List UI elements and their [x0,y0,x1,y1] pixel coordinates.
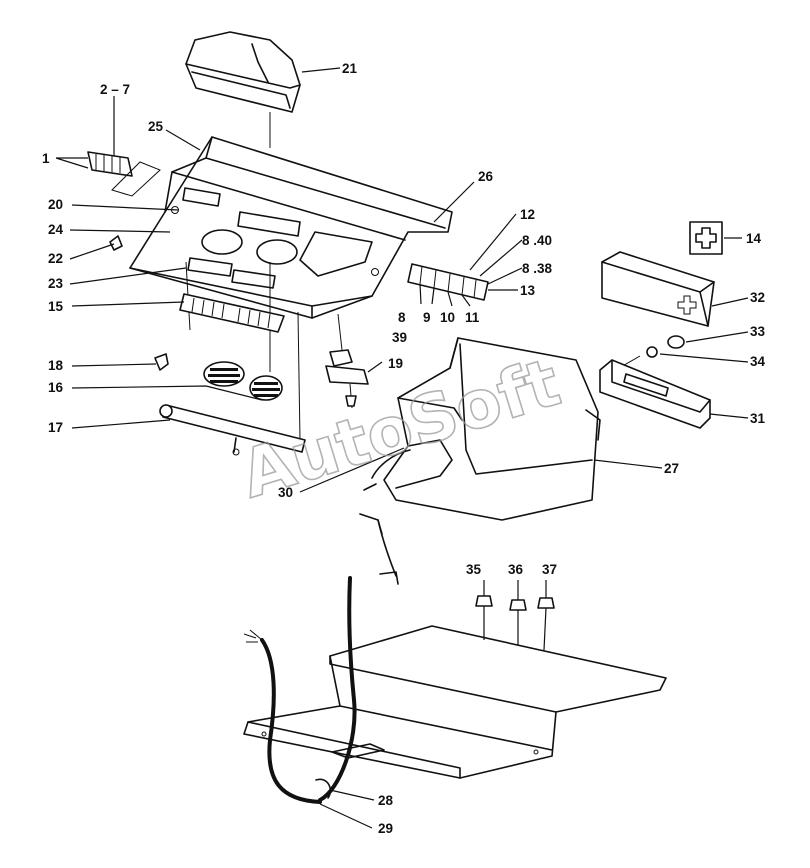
callout-12: 12 [520,207,535,222]
part-18-clip [154,353,169,371]
callout-8-40: 8 .40 [522,233,552,248]
part-28-29-cables [243,576,357,804]
callout-9: 9 [423,310,431,325]
callout-24: 24 [48,222,64,237]
part-8-13-relay-row [407,263,489,301]
callout-36: 36 [508,562,524,577]
part-27-heater-unit [383,337,601,521]
callout-27: 27 [664,461,679,476]
callout-32: 32 [750,290,765,305]
part-19-lamp [325,313,369,409]
callout-34: 34 [750,354,766,369]
part-35-37-fittings [475,595,555,611]
part-21-cover-box [185,31,301,148]
callout-19: 19 [388,356,403,371]
part-1-switch-block [87,151,161,197]
callout-14: 14 [746,231,762,246]
callout-20: 20 [48,197,63,212]
base-plate [243,625,667,779]
part-32-first-aid-box [601,251,715,327]
callout-35: 35 [466,562,482,577]
callout-15: 15 [48,299,64,314]
part-31-tray [599,359,711,429]
part-15-switch-strip [179,293,285,333]
callout-17: 17 [48,420,63,435]
part-17-tube [159,404,306,456]
callout-37: 37 [542,562,557,577]
callout-29: 29 [378,821,393,836]
callout-16: 16 [48,380,64,395]
part-16-grilles [203,361,283,401]
callout-31: 31 [750,411,766,426]
callout-39: 39 [392,330,407,345]
callout-18: 18 [48,358,64,373]
callout-26: 26 [478,169,494,184]
callout-10: 10 [440,310,455,325]
part-33-34-fasteners [611,335,685,373]
callout-28: 28 [378,793,394,808]
part-14-first-aid-sign [689,221,723,255]
callout-11: 11 [465,310,480,325]
callout-25: 25 [148,119,164,134]
callout-2-7: 2 – 7 [100,82,130,97]
callout-30: 30 [278,485,293,500]
callout-21: 21 [342,61,358,76]
callout-1: 1 [42,151,50,166]
callout-22: 22 [48,251,63,266]
callout-labels: 21 2 – 7 25 1 26 20 12 24 14 8 .40 22 8 … [42,61,766,836]
part-22-screw [109,235,123,251]
part-24-panel-tray [129,136,453,441]
part-30-hose [359,449,411,585]
callout-8: 8 [398,310,406,325]
leader-lines [55,67,749,829]
callout-23: 23 [48,276,64,291]
callout-33: 33 [750,324,766,339]
callout-8-38: 8 .38 [522,261,553,276]
callout-13: 13 [520,283,536,298]
